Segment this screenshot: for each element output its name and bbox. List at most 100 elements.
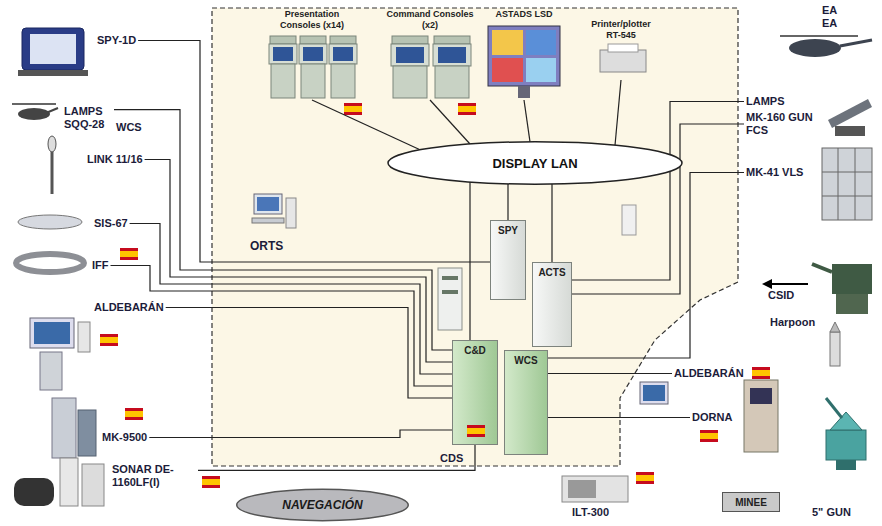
node-text: MINEE: [735, 497, 767, 508]
radar-array: [30, 34, 76, 64]
system-label: MK-9500: [100, 430, 149, 445]
vls-cell-line: [822, 196, 872, 197]
helicopter-icon: [12, 104, 58, 120]
cabinet-body: [438, 268, 462, 330]
connector-line: [149, 430, 452, 438]
monitor-screen: [643, 385, 665, 401]
missile-body: [830, 332, 840, 366]
printer-unit: Printer/plotter RT-545: [586, 18, 656, 80]
node-text: ACTS: [538, 267, 565, 278]
system-label: WCS: [116, 121, 142, 134]
node-text: LINK 11/16: [87, 153, 143, 166]
equipment-box: MINEE: [722, 492, 780, 512]
terminal-screen: [568, 480, 596, 498]
ellipse-shape: [237, 489, 409, 520]
connector-line: [548, 173, 744, 359]
console-screen: [303, 47, 323, 61]
vls-cell-line: [838, 148, 839, 220]
connector-line: [166, 308, 452, 399]
system-label: LINK 11/16: [85, 152, 145, 167]
computer-icon: [252, 194, 296, 228]
computer-tower: [286, 198, 296, 228]
helicopter-tail: [46, 108, 58, 113]
console-body: [269, 44, 297, 64]
connector-line: [130, 224, 452, 375]
missile-icon: [830, 322, 840, 366]
console-body: [299, 44, 327, 64]
node-text: Presentation Consoles (x14): [264, 9, 360, 31]
connector-line: [312, 100, 420, 150]
cabinet: ACTS: [532, 262, 572, 347]
sonar-transducer: [14, 478, 54, 506]
system-label: CDS: [440, 452, 463, 465]
dish-antenna: [18, 215, 82, 229]
connector-line: [469, 182, 470, 340]
node-text: LAMPS SQQ-28: [64, 105, 112, 131]
antenna-mast: [51, 146, 54, 194]
terminal-body: [562, 476, 628, 502]
console-base: [271, 64, 295, 98]
monitor: [640, 382, 668, 404]
console-hood: [300, 36, 326, 44]
monitor-screen: [257, 197, 279, 211]
console-icon: [391, 36, 471, 98]
cabinet: SPY: [490, 220, 526, 300]
system-label: LAMPS SQQ-28: [62, 104, 114, 132]
callout-text: EA: [822, 17, 837, 30]
system-label: SIS-67: [92, 216, 130, 231]
connector-line: [145, 160, 452, 363]
flag-icon: [202, 476, 220, 488]
missile-nose: [830, 322, 840, 332]
computer-icon: [640, 382, 668, 404]
connector-line: [524, 100, 530, 142]
console-base: [435, 66, 469, 98]
system-label: ALDEBARÁN: [672, 366, 746, 381]
keyboard: [252, 218, 284, 223]
vls-cell-line: [855, 148, 856, 220]
connector-line: [198, 445, 475, 470]
cabinet-slot: [442, 290, 458, 294]
printer-body: [600, 50, 646, 72]
console-group: Command Consoles (x2): [380, 8, 480, 100]
console-icon: [269, 36, 357, 98]
node-text: SPY: [498, 225, 518, 236]
antenna-icon: [48, 136, 56, 194]
vls-cell-line: [822, 172, 872, 173]
node-text: C&D: [464, 345, 486, 356]
sonar-cabinet: [82, 464, 104, 506]
ring-antenna: [16, 254, 84, 272]
flag-red: [467, 425, 485, 437]
node-text: NAVEGACIÓN: [282, 498, 362, 512]
system-label: ORTS: [250, 240, 283, 253]
system-label: DORNA: [690, 410, 734, 425]
node-text: IFF: [92, 259, 109, 272]
flag-icon: [467, 425, 485, 437]
node-text: MK-160 GUN FCS: [746, 111, 820, 137]
gun-base: [836, 460, 856, 470]
node-text: DISPLAY LAN: [492, 156, 577, 171]
flag-icon: [100, 334, 118, 346]
system-label: MK-160 GUN FCS: [744, 110, 822, 138]
connector-line: [430, 100, 470, 144]
display-unit: ASTADS LSD: [480, 8, 568, 100]
arrow-line: [770, 283, 808, 285]
console-screen: [273, 47, 293, 61]
helicopter-rotor: [12, 103, 56, 105]
system-label: Harpoon: [770, 316, 815, 329]
monitor-screen: [34, 322, 70, 344]
node-text: ALDEBARÁN: [94, 301, 164, 314]
terminal-icon: [562, 476, 628, 502]
console-screen: [333, 47, 353, 61]
node-text: SONAR DE-1160LF(I): [112, 463, 196, 489]
console-hood: [270, 36, 296, 44]
antenna-head: [48, 136, 56, 152]
gun-barrel: [812, 264, 832, 272]
system-label: MK-41 VLS: [744, 165, 805, 180]
flag-icon: [458, 103, 476, 115]
console-screen: [750, 388, 772, 404]
flag-icon: [700, 430, 718, 442]
display-frame: [488, 26, 560, 86]
monitor: [254, 194, 282, 214]
large-display-icon: [488, 26, 560, 98]
system-label: CSID: [768, 289, 794, 302]
